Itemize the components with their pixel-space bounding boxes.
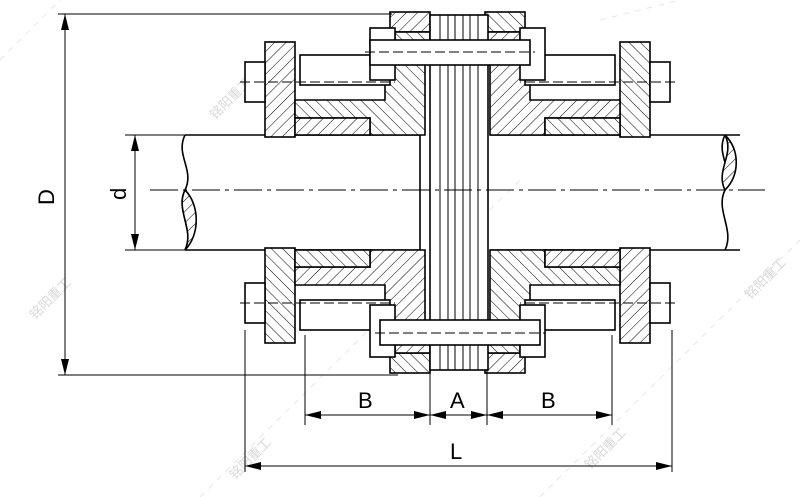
hub-bottom-right bbox=[484, 247, 676, 374]
svg-text:铭阳重工: 铭阳重工 bbox=[742, 255, 789, 302]
svg-text:铭阳重工: 铭阳重工 bbox=[582, 425, 629, 472]
dimension-length: B A B L bbox=[244, 330, 673, 472]
label-D: D bbox=[34, 189, 59, 205]
label-A: A bbox=[450, 388, 465, 413]
right-shaft bbox=[490, 134, 740, 251]
svg-text:铭阳重工: 铭阳重工 bbox=[227, 435, 274, 482]
label-L: L bbox=[450, 439, 462, 464]
hub-bottom-left bbox=[239, 247, 431, 374]
dimension-d: d bbox=[106, 134, 185, 251]
label-d: d bbox=[106, 188, 131, 200]
hub-top-right bbox=[484, 11, 676, 138]
label-B-left: B bbox=[358, 388, 373, 413]
label-B-right: B bbox=[541, 388, 556, 413]
left-shaft bbox=[181, 134, 421, 251]
svg-text:铭阳重工: 铭阳重工 bbox=[27, 275, 74, 322]
dimension-D: D bbox=[34, 13, 398, 376]
disc-pack bbox=[365, 14, 545, 371]
hub-top-left bbox=[239, 11, 431, 138]
